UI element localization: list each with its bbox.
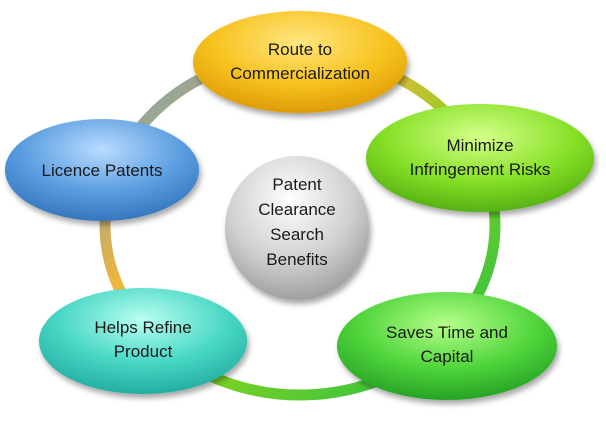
node-licence-patents: Licence Patents [5,119,199,221]
node-label-line: Route to [268,40,332,59]
node-label-line: Product [114,342,173,361]
node-minimize-infringement-risks: Minimize Infringement Risks [366,104,594,212]
center-label-line-4: Benefits [266,250,327,269]
center-label-line-3: Search [270,225,324,244]
center-label-line-1: Patent [272,175,321,194]
node-label-line: Saves Time and [386,323,508,342]
node-label-line: Minimize [446,136,513,155]
node-saves-time-and-capital: Saves Time and Capital [337,292,557,400]
node-helps-refine-product: Helps Refine Product [39,288,247,394]
node-label-line: Helps Refine [94,318,191,337]
node-label-line: Commercialization [230,64,370,83]
node-label-line: Capital [421,347,474,366]
center-node: Patent Clearance Search Benefits [225,156,369,300]
node-route-to-commercialization: Route to Commercialization [193,11,407,113]
node-label-line: Infringement Risks [410,160,551,179]
center-label-line-2: Clearance [258,200,336,219]
node-label-line: Licence Patents [42,161,163,180]
